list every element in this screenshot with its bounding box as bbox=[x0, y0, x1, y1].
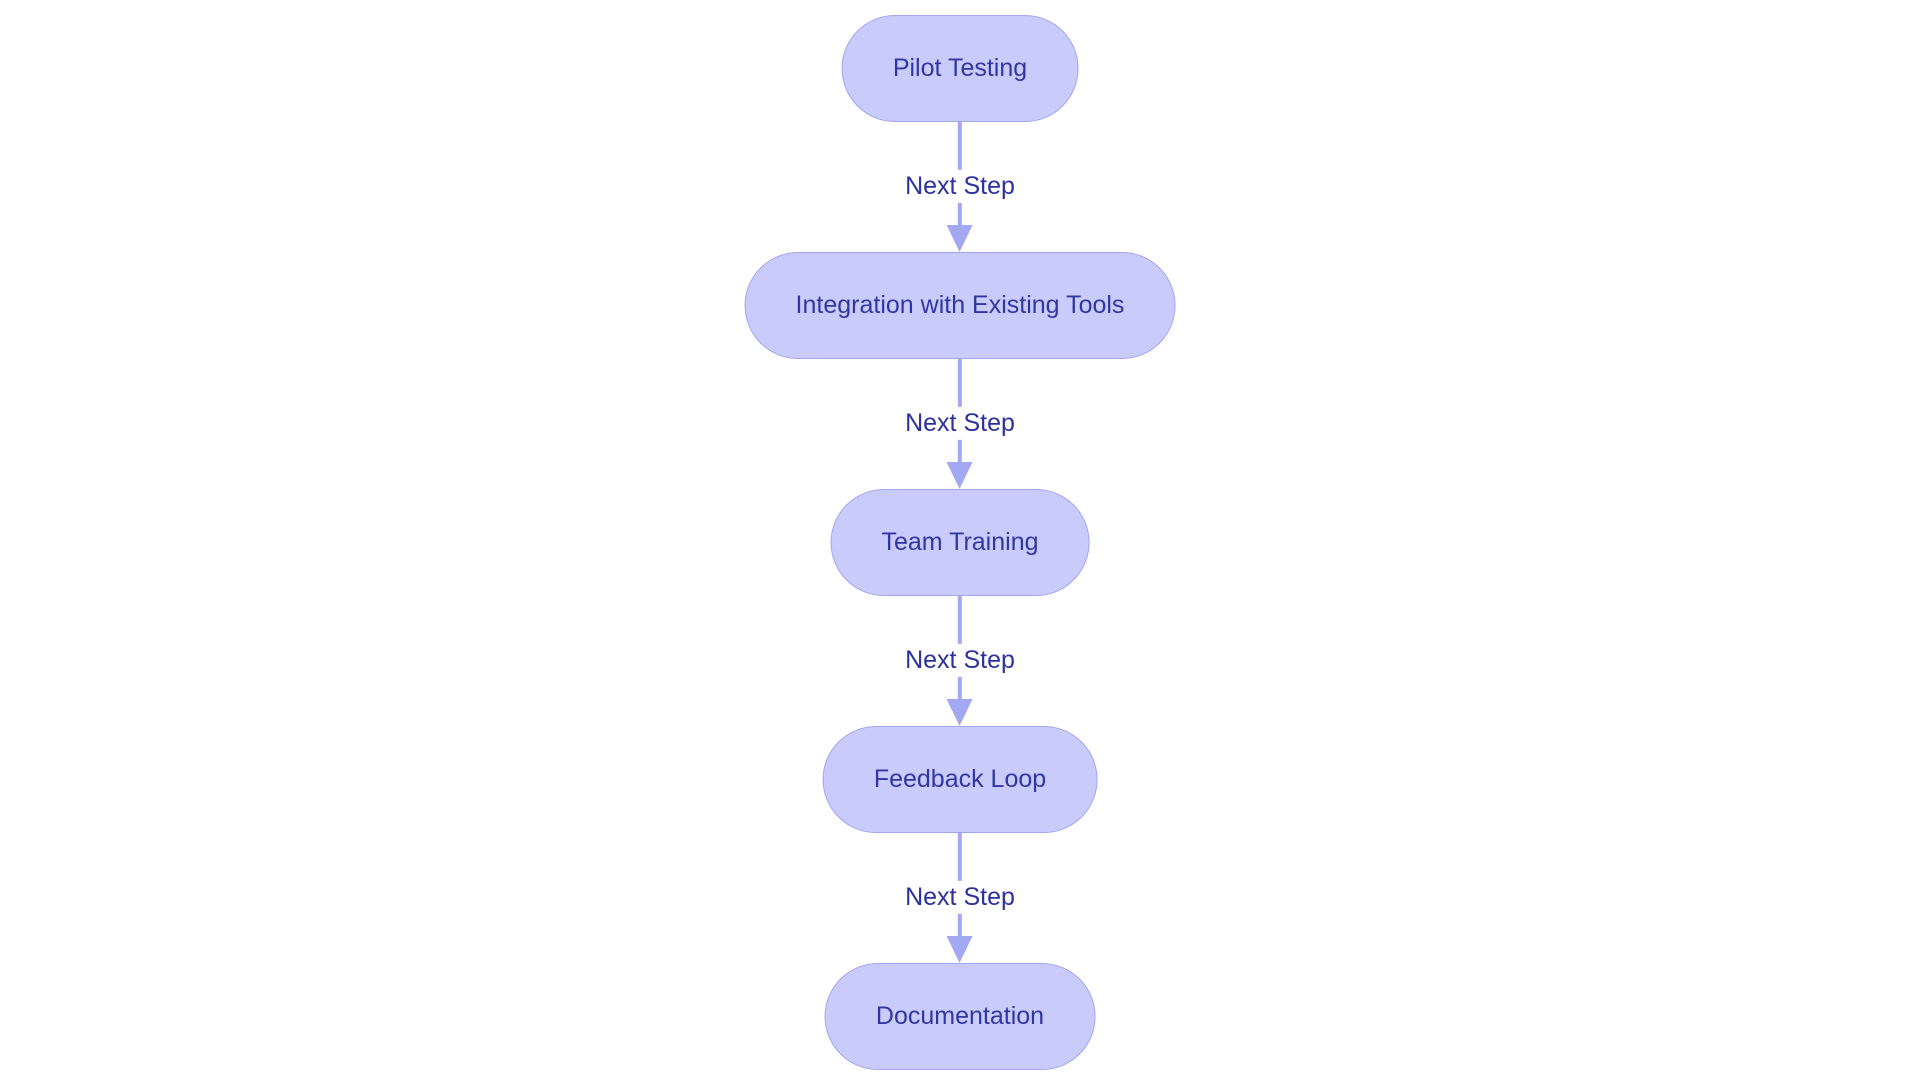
edge-integration-to-training: Next Step bbox=[810, 359, 1110, 489]
edge-training-to-feedback: Next Step bbox=[810, 596, 1110, 726]
edge-pilot-to-integration: Next Step bbox=[810, 122, 1110, 252]
flow-node-documentation: Documentation bbox=[824, 963, 1096, 1070]
flowchart: Pilot Testing Next Step Integration with… bbox=[744, 15, 1176, 1070]
edge-label: Next Step bbox=[898, 169, 1022, 203]
edge-label: Next Step bbox=[898, 643, 1022, 677]
flow-node-integration-with-existing-tools: Integration with Existing Tools bbox=[744, 252, 1176, 359]
arrowhead-down-icon bbox=[946, 936, 973, 963]
edge-label: Next Step bbox=[898, 880, 1022, 914]
edge-feedback-to-documentation: Next Step bbox=[810, 833, 1110, 963]
arrowhead-down-icon bbox=[946, 462, 973, 489]
flow-node-team-training: Team Training bbox=[830, 489, 1090, 596]
arrowhead-down-icon bbox=[946, 225, 973, 252]
edge-label: Next Step bbox=[898, 406, 1022, 440]
flow-node-pilot-testing: Pilot Testing bbox=[841, 15, 1079, 122]
arrowhead-down-icon bbox=[946, 699, 973, 726]
flow-node-feedback-loop: Feedback Loop bbox=[822, 726, 1098, 833]
